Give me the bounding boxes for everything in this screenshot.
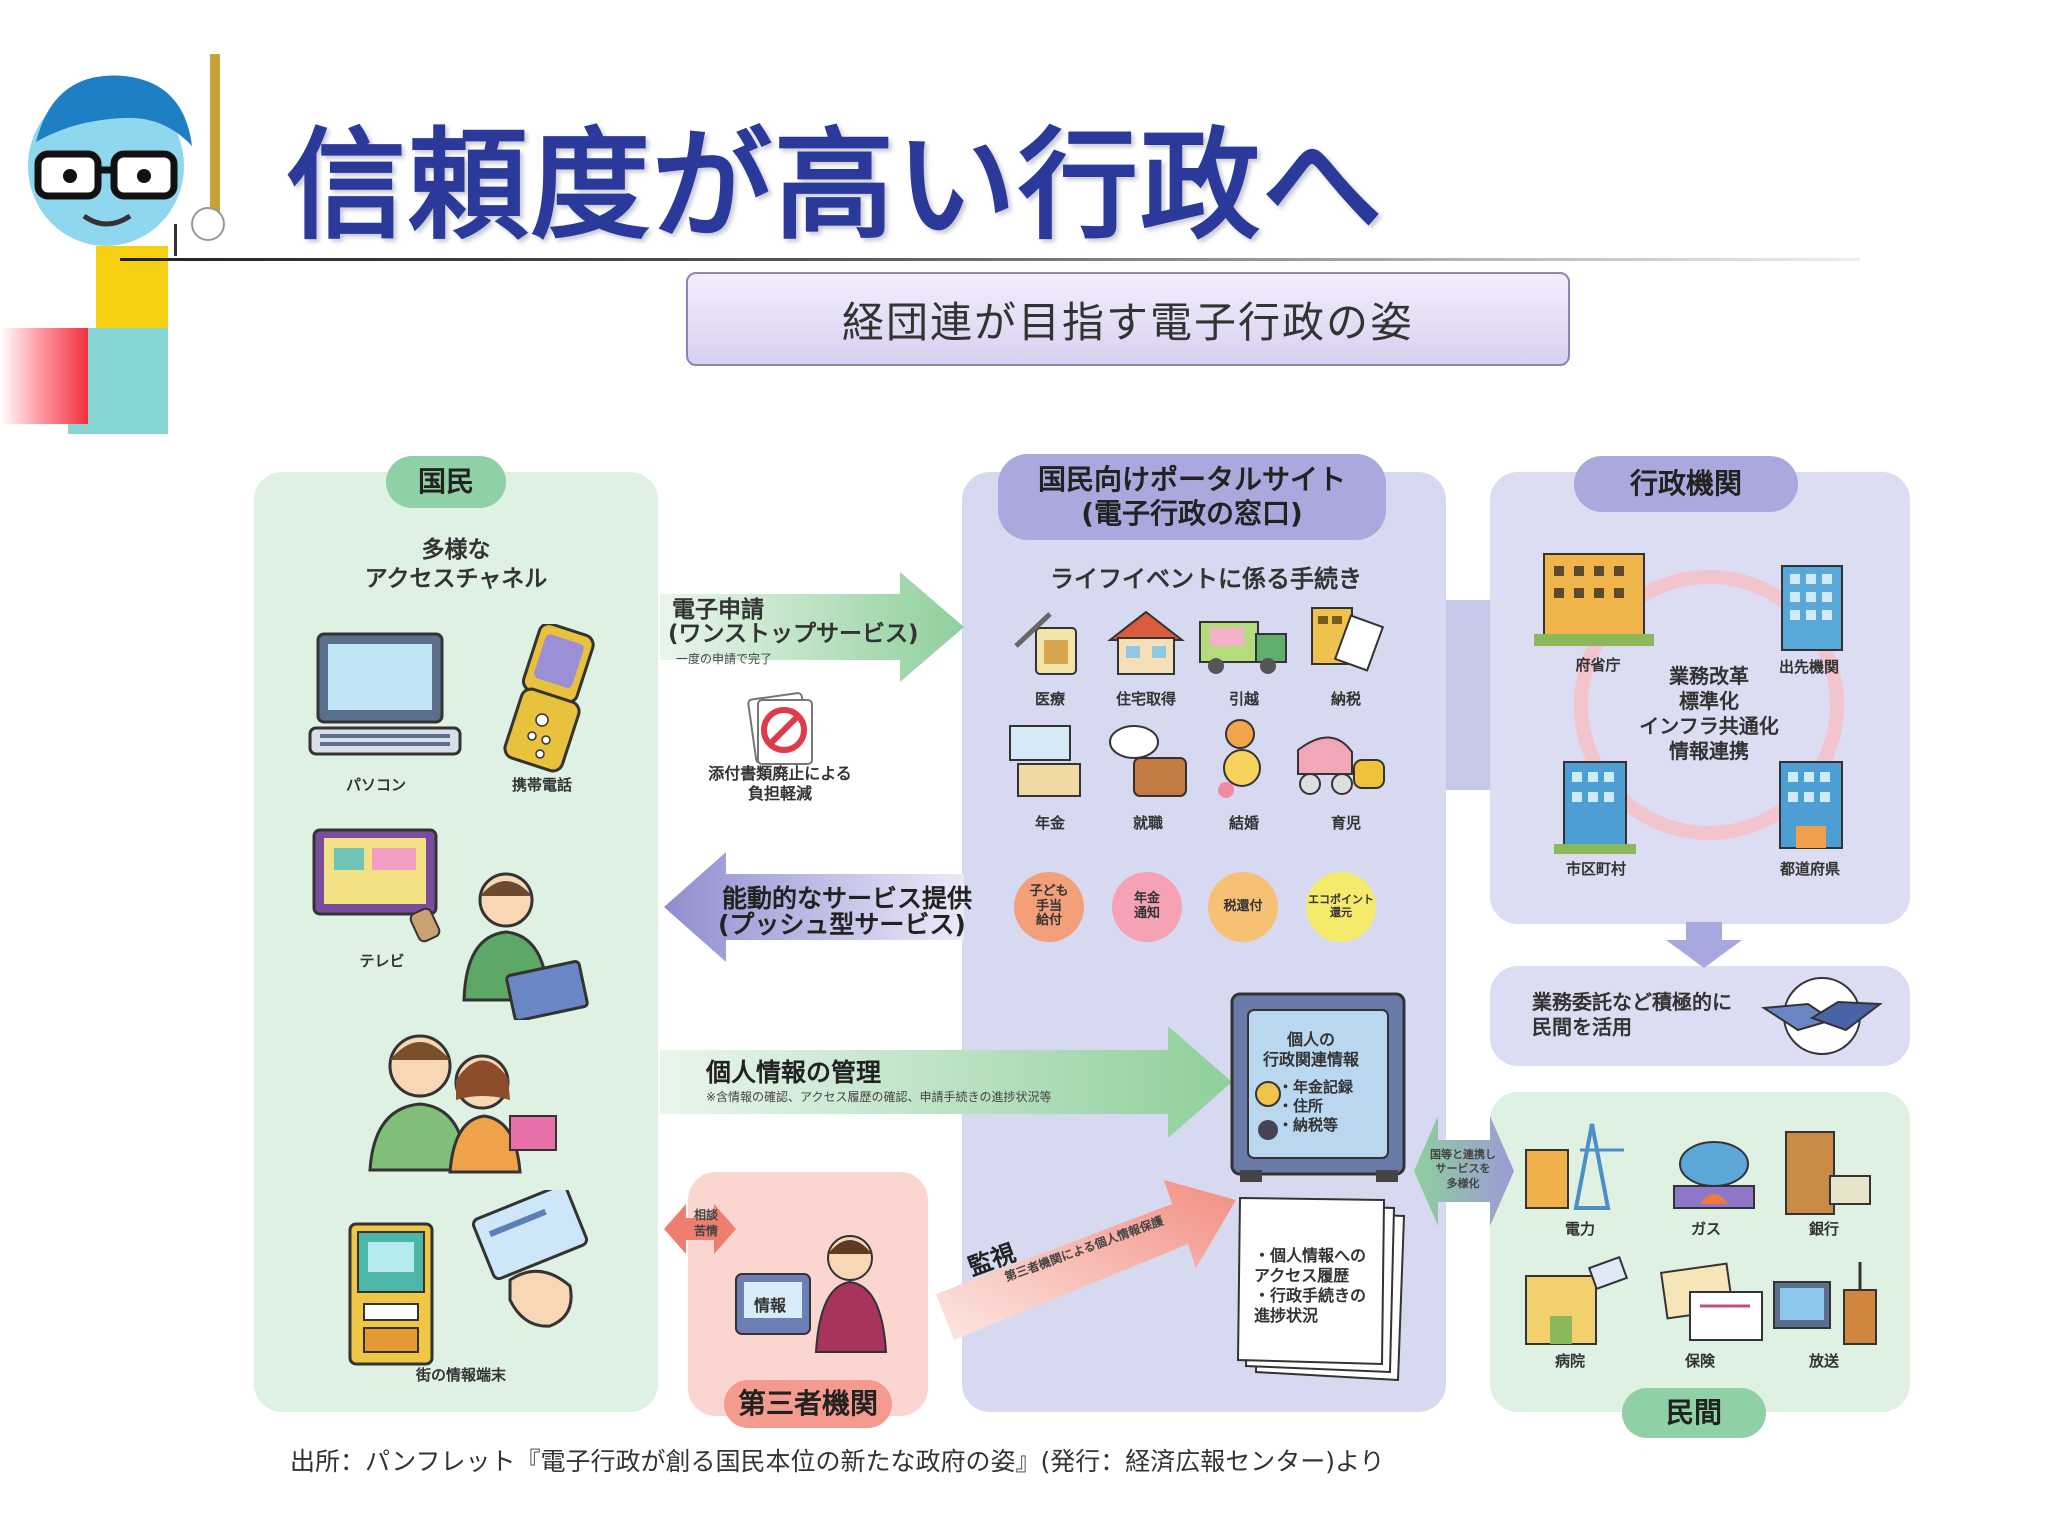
down-arrow-icon [1666,922,1742,968]
minkan-header: 民間 [1622,1388,1766,1438]
moving-truck-icon [1199,621,1287,674]
decor-red-gradient [0,328,88,424]
push-badge: エコポイント 還元 [1306,872,1376,942]
outsourcing-text: 業務委託など積極的に 民間を活用 [1532,990,1732,1039]
portal-gyosei-connector [1446,600,1490,790]
life-event-label: 引越 [1228,690,1259,708]
gyosei-header: 行政機関 [1574,456,1798,512]
life-event-label: 納税 [1330,690,1361,708]
push-badge: 税還付 [1208,872,1278,942]
daisan-header: 第三者機関 [724,1380,892,1428]
power-company-icon [1525,1123,1624,1210]
medical-icon [1014,612,1077,675]
house-icon [1107,610,1185,675]
monitoring-arrow [936,1180,1236,1340]
pc-icon [308,632,462,756]
life-event-label: 住宅取得 [1115,690,1176,708]
push-service-sub: (プッシュ型サービス) [718,910,966,939]
denshi-shinsei-title: 電子申請 [672,597,764,623]
consultation-arrow-icon [664,1204,736,1254]
third-party-sign: 情報 [753,1296,786,1315]
gyosei-item-label: 市区町村 [1565,860,1626,878]
ministry-building-icon [1534,553,1654,646]
childcare-icon [1297,736,1385,795]
minkan-item-label: 病院 [1554,1352,1585,1370]
mobile-phone-icon [503,624,595,773]
broadcast-icon [1773,1262,1877,1345]
marriage-icon [1218,719,1261,798]
kokumin-item-label: 携帯電話 [511,776,572,794]
push-badge: 子ども 手当 給付 [1014,872,1084,942]
life-event-label: 育児 [1330,814,1361,832]
handshake-icon [1761,977,1883,1055]
kokumin-item-label: 街の情報端末 [415,1366,506,1384]
personal-info-arrow [660,1026,1232,1138]
safe-icon [1230,992,1406,1182]
cooperation-arrow-icon [1414,1116,1514,1226]
gyosei-item-label: 都道府県 [1779,860,1840,878]
source-caption: 出所：パンフレット『電子行政が創る国民本位の新たな政府の姿』(発行：経済広報セン… [290,1447,1385,1476]
consultation-label: 相談 苦情 [694,1208,719,1238]
minkan-item-label: 保険 [1684,1352,1715,1370]
gas-company-icon [1673,1141,1755,1209]
title-underline [120,258,1860,261]
kokumin-header: 国民 [386,456,506,508]
portal-header-line2: (電子行政の窓口) [1081,497,1303,530]
kokumin-panel [254,472,658,1412]
access-history-text: ・個人情報への アクセス履歴 ・行政手続きの 進捗状況 [1254,1246,1367,1325]
push-badge: 年金 通知 [1112,872,1182,942]
third-party-office-icon [735,1235,888,1353]
personal-info-title: 個人情報の管理 [706,1058,882,1087]
teacher-mascot-icon [28,54,225,246]
cooperation-label: 国等と連携し サービスを 多様化 [1430,1148,1496,1190]
job-icon [1109,725,1187,797]
kokumin-item-label: パソコン [345,776,406,794]
ic-card-icon [471,1190,589,1328]
life-event-title: ライフイベントに係る手続き [1050,565,1362,593]
safe-items: ・年金記録 ・住所 ・納税等 [1278,1078,1354,1134]
portal-header-line1: 国民向けポータルサイト [1037,463,1346,497]
document-stack-icon [1236,1196,1406,1382]
life-event-label: 年金 [1034,814,1065,832]
life-event-label: 医療 [1034,690,1065,708]
page-title: 信頼度が高い行政へ [286,117,1384,256]
minkan-item-label: 銀行 [1808,1220,1839,1238]
prefecture-office-icon [1779,761,1843,849]
denshi-shinsei-note: 一度の申請で完了 [676,652,773,666]
decor-yellow-square [96,246,168,336]
gyosei-item-label: 府省庁 [1575,656,1621,674]
pension-icon [1009,725,1081,797]
person-with-laptop-icon [462,872,589,1020]
life-event-label: 就職 [1132,814,1163,832]
branch-office-icon [1781,565,1843,651]
info-kiosk-icon [348,1222,434,1366]
family-computer-icon [368,1034,557,1174]
minkan-item-label: ガス [1690,1220,1721,1238]
no-attachment-icon [747,692,813,765]
attachment-abolition-note: 添付書類廃止による 負担軽減 [708,764,852,803]
hospital-icon [1525,1256,1629,1345]
decor-vertical-line [174,224,177,256]
kokumin-item-label: テレビ [359,952,405,970]
denshi-shinsei-sub: (ワンストップサービス) [668,621,919,647]
gyosei-item-label: 出先機関 [1778,658,1839,676]
city-hall-icon [1554,761,1636,854]
reform-center-text: 業務改革 標準化 インフラ共通化 情報連携 [1639,664,1779,763]
tax-payment-icon [1311,607,1384,672]
minkan-item-label: 電力 [1564,1220,1595,1238]
safe-title: 個人の 行政関連情報 [1262,1030,1359,1069]
life-event-label: 結婚 [1228,814,1259,832]
minkan-item-label: 放送 [1808,1352,1839,1370]
portal-header: 国民向けポータルサイト (電子行政の窓口) [998,454,1386,540]
insurance-icon [1660,1262,1763,1341]
bank-icon [1785,1131,1871,1215]
personal-info-note: ※含情報の確認、アクセス履歴の確認、申請手続きの進捗状況等 [706,1090,1052,1104]
denshi-shinsei-arrow [660,572,964,682]
push-service-title: 能動的なサービス提供 [722,884,973,913]
tv-icon [312,828,441,943]
access-channel-title: 多様な アクセスチャネル [364,537,548,592]
diagram-subtitle: 経団連が目指す電子行政の姿 [686,272,1570,366]
push-service-arrow [664,852,964,962]
